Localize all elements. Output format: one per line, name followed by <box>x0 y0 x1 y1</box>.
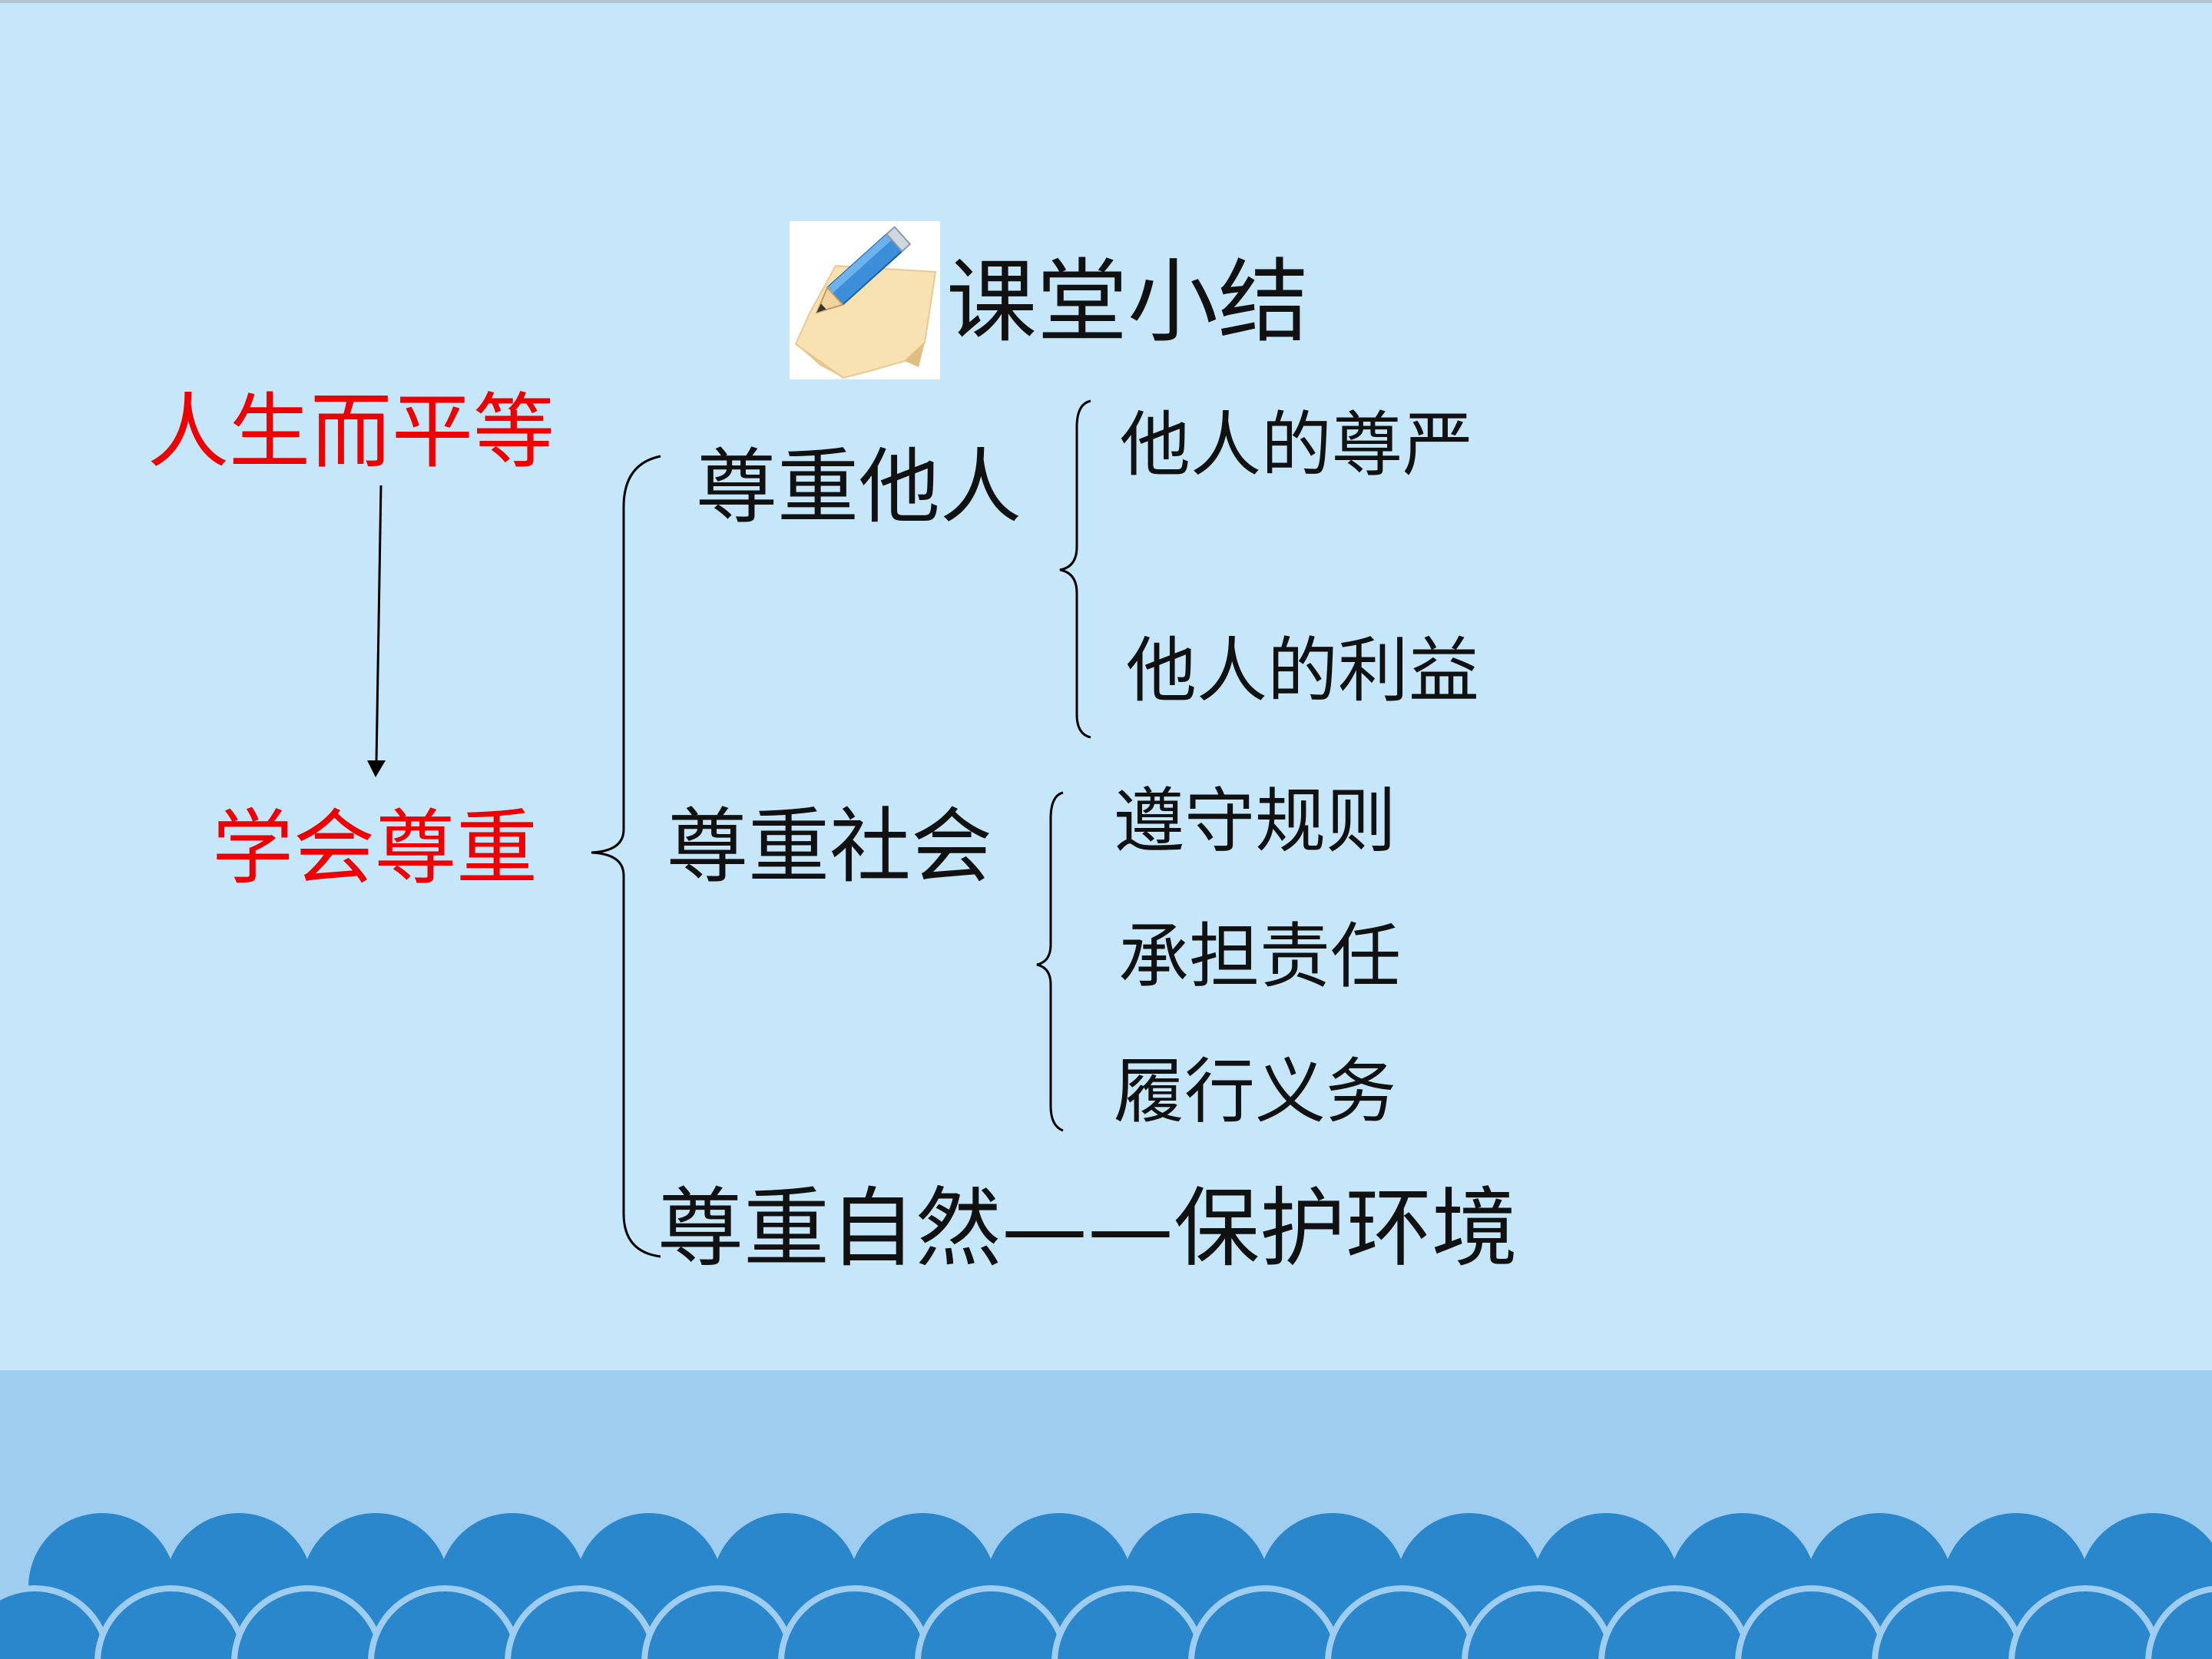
wave-scallop <box>368 1585 522 1659</box>
wave-scallop <box>0 1585 111 1659</box>
wave-scallop <box>94 1585 248 1659</box>
pencil-paper-icon <box>790 221 940 379</box>
arrow-line <box>375 485 382 764</box>
detail-society-responsibility: 承担责任 <box>1118 916 1402 998</box>
arrow-head <box>367 760 386 777</box>
premise-text: 人生而平等 <box>147 385 555 479</box>
detail-others-interests: 他人的利益 <box>1126 630 1480 712</box>
society-brace <box>1036 791 1064 1132</box>
wave-scallop <box>1188 1585 1342 1659</box>
conclusion-text: 学会尊重 <box>212 801 538 896</box>
wave-scallop <box>1462 1585 1615 1659</box>
wave-scallop <box>1598 1585 1752 1659</box>
wave-scallop <box>1735 1585 1889 1659</box>
wave-scallop <box>1051 1585 1205 1659</box>
detail-others-dignity: 他人的尊严 <box>1120 404 1474 486</box>
wave-scallop <box>2145 1585 2212 1659</box>
slide-title: 课堂小结 <box>946 249 1310 355</box>
wave-scallop <box>778 1585 932 1659</box>
wave-scallop <box>1325 1585 1479 1659</box>
wave-scallop <box>2008 1585 2162 1659</box>
main-brace <box>591 455 661 1258</box>
top-border <box>0 0 2212 3</box>
branch-respect-others: 尊重他人 <box>696 440 1022 535</box>
wave-scallop <box>915 1585 1068 1659</box>
wave-scallop <box>505 1585 658 1659</box>
branch-respect-nature: 尊重自然——保护环境 <box>657 1179 1518 1279</box>
wave-scallop <box>1872 1585 2025 1659</box>
wave-scallop <box>231 1585 385 1659</box>
detail-society-duty: 履行义务 <box>1114 1051 1397 1133</box>
others-brace <box>1059 399 1091 739</box>
detail-society-rules: 遵守规则 <box>1114 780 1397 863</box>
wave-scallop <box>641 1585 795 1659</box>
branch-respect-society: 尊重社会 <box>667 800 992 894</box>
